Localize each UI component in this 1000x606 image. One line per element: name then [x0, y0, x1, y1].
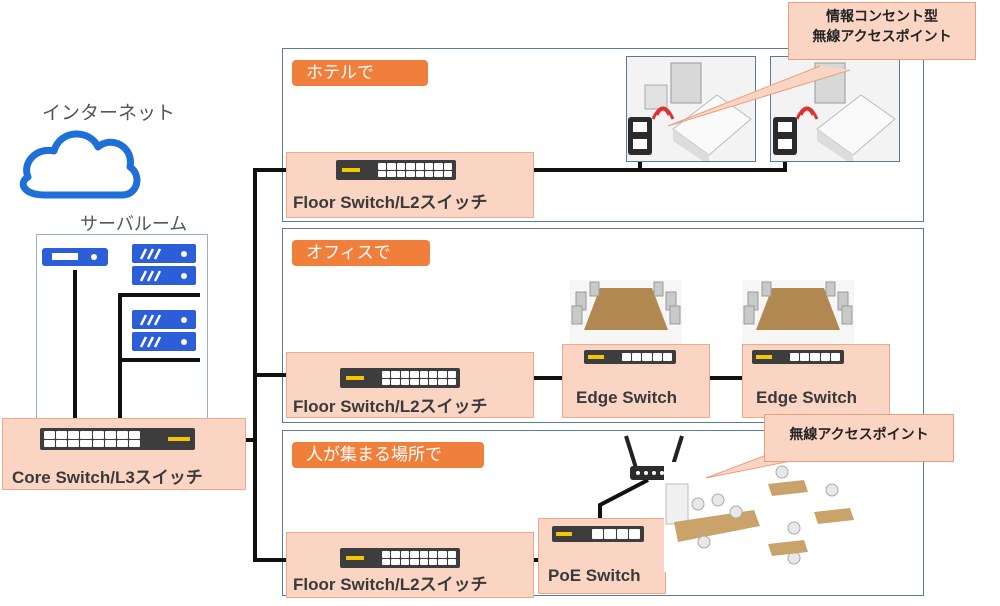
switch-icon [40, 428, 195, 450]
server-icon [132, 244, 196, 285]
server-room-label: サーバルーム [80, 214, 188, 235]
wireless-ap-callout: 無線アクセスポイント [764, 414, 954, 462]
wall-outlet-icon [628, 117, 652, 155]
switch-icon [752, 350, 844, 364]
meeting-table-icon [570, 280, 682, 344]
switch-icon [584, 350, 676, 364]
poe-switch-label: PoE Switch [548, 566, 641, 585]
venue-floor-switch-label: Floor Switch/L2スイッチ [293, 575, 488, 594]
section-tag-venue: 人が集まる場所で [292, 442, 484, 468]
people-desk-icon [664, 462, 864, 572]
callout-line-1: 情報コンセント型 [826, 9, 938, 25]
info-outlet-ap-callout: 情報コンセント型 無線アクセスポイント [788, 2, 976, 60]
switch-icon [552, 526, 644, 542]
hotel-floor-switch-label: Floor Switch/L2スイッチ [293, 193, 488, 212]
callout-line-2: 無線アクセスポイント [812, 29, 952, 45]
internet-label: インターネット [42, 102, 176, 124]
wall-outlet-icon [773, 117, 797, 155]
section-tag-office: オフィスで [292, 240, 430, 266]
edge-switch-label: Edge Switch [576, 388, 678, 407]
edge-switch-label: Edge Switch [756, 388, 858, 407]
section-tag-hotel: ホテルで [292, 60, 428, 86]
office-floor-switch-label: Floor Switch/L2スイッチ [293, 397, 488, 416]
switch-icon [340, 368, 460, 388]
cloud-icon [19, 130, 141, 199]
core-switch-label: Core Switch/L3スイッチ [12, 468, 203, 487]
switch-icon [336, 160, 456, 180]
modem-icon [42, 248, 108, 266]
switch-icon [340, 548, 460, 568]
meeting-table-icon [742, 280, 854, 344]
hotel-bed-icon [644, 62, 752, 165]
server-icon [132, 310, 196, 351]
